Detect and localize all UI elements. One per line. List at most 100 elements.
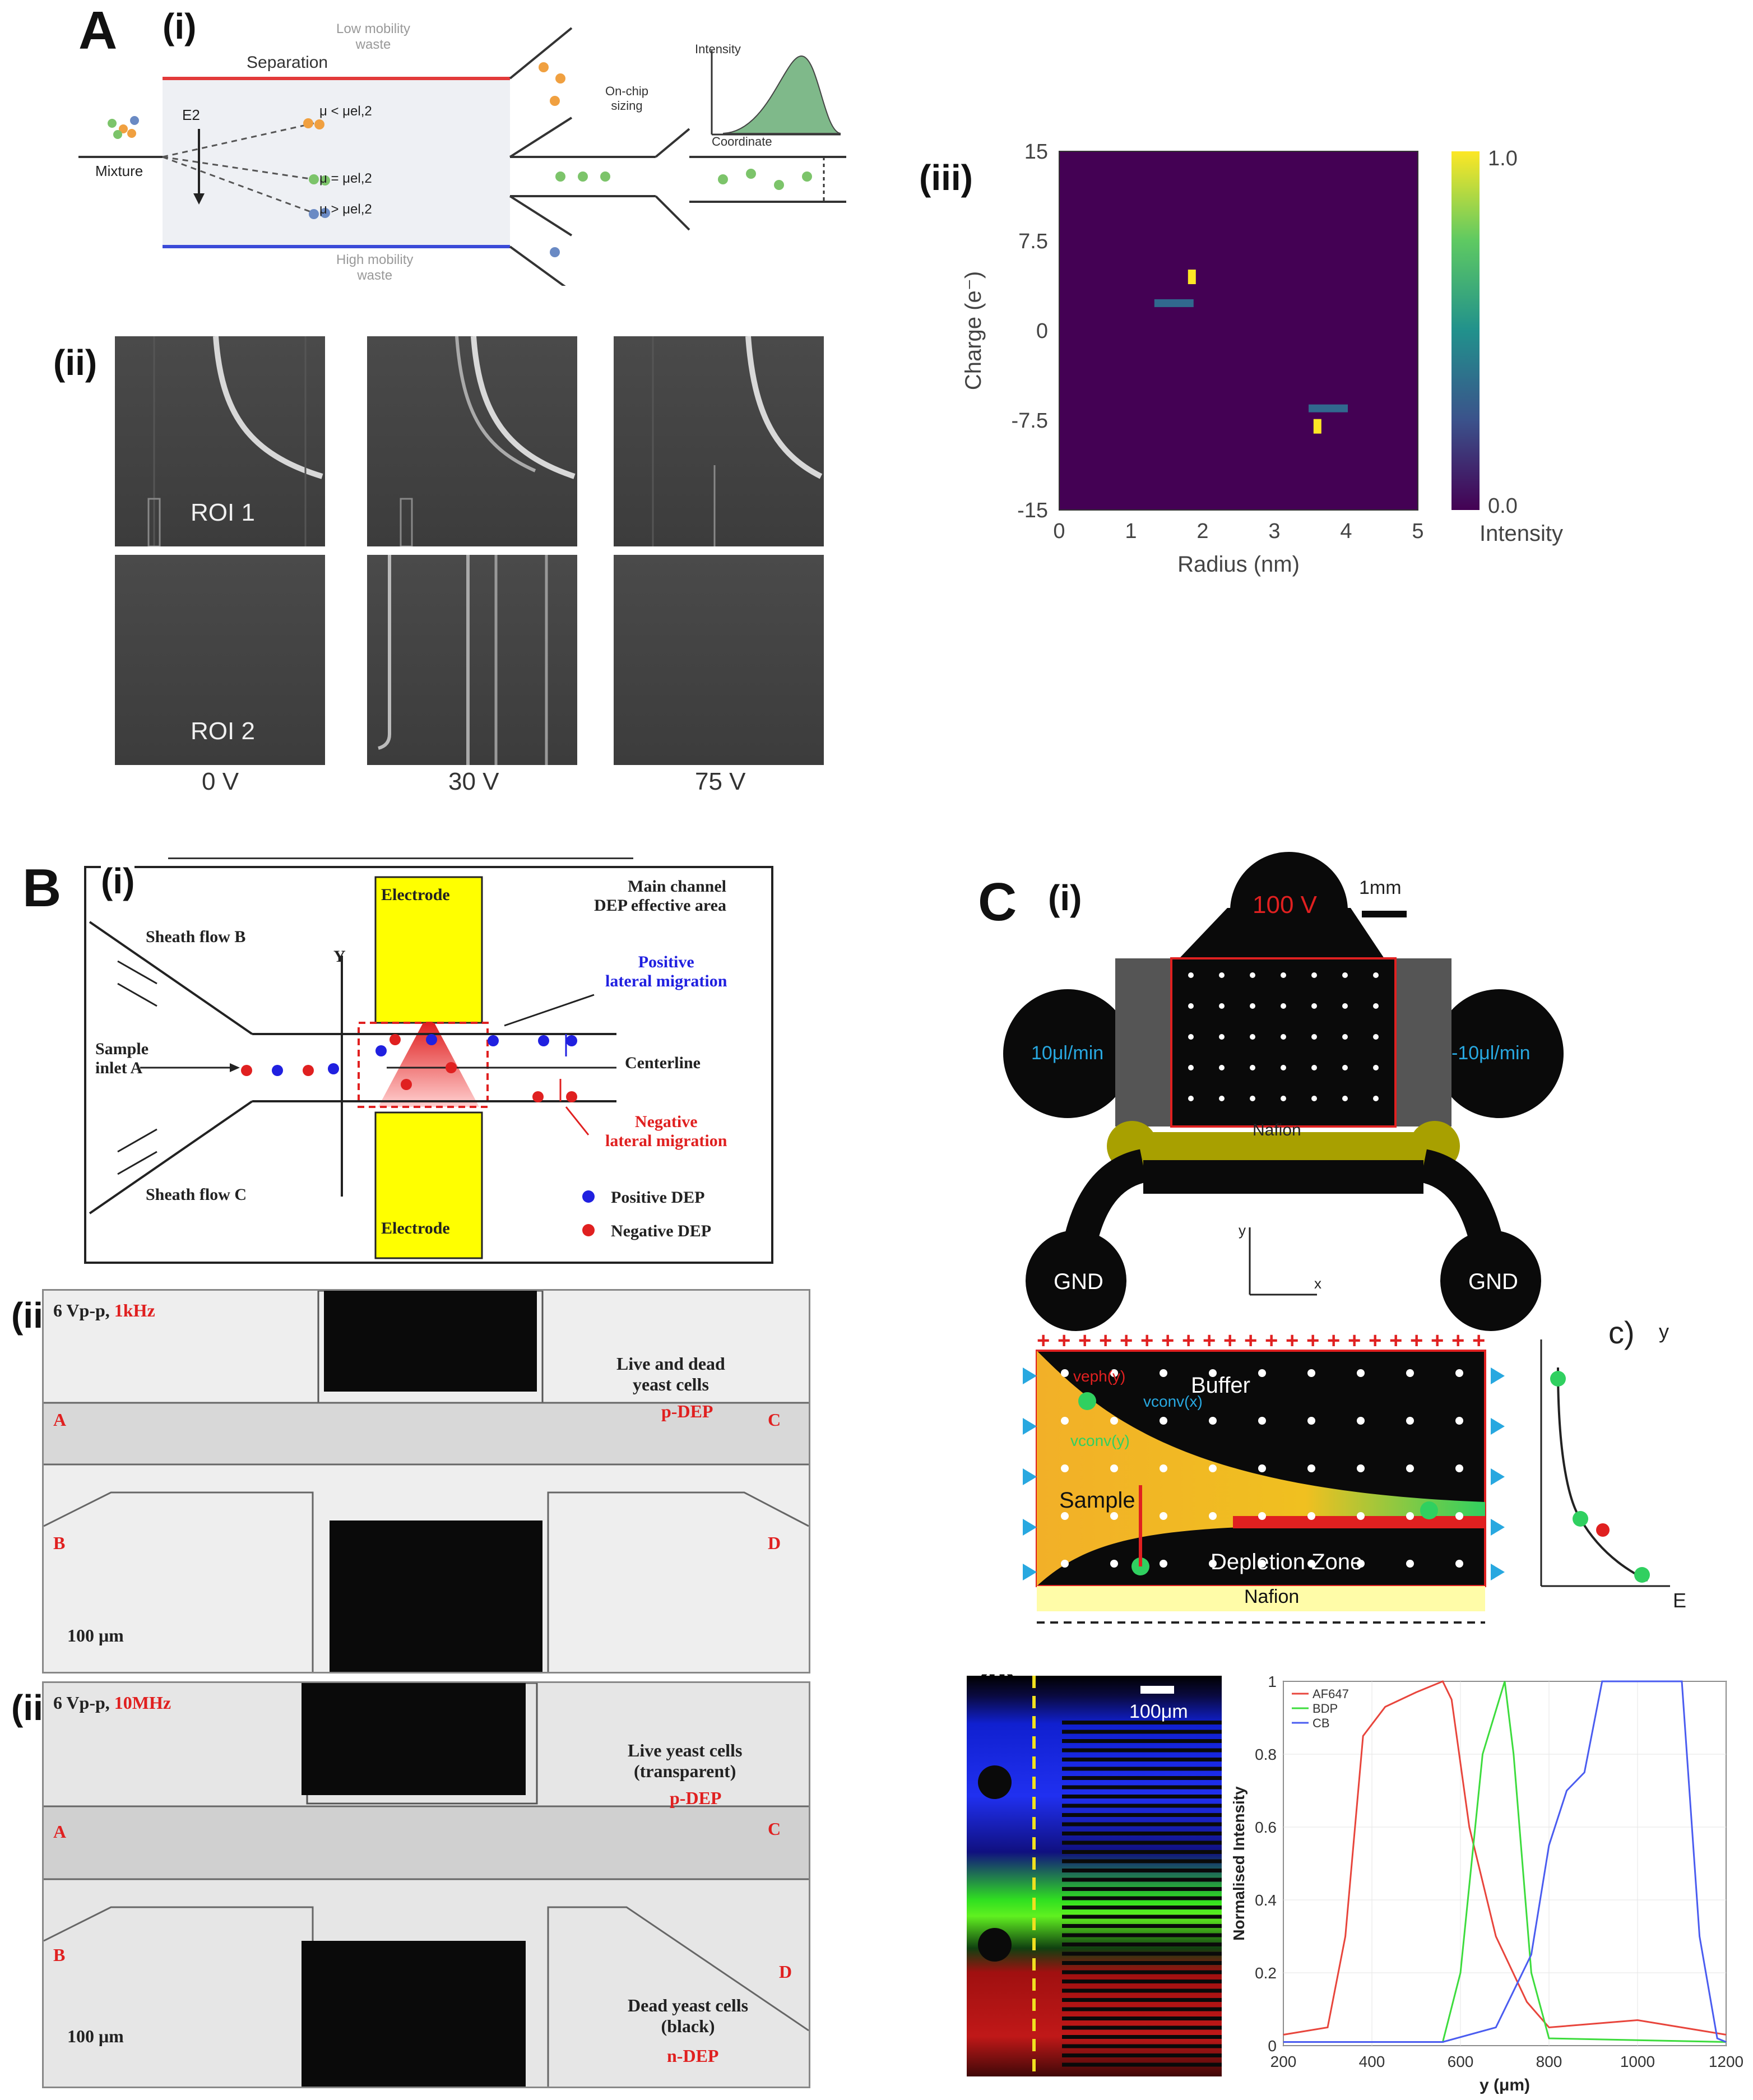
voltage-label-0: 0 V (202, 768, 239, 795)
svg-text:+: + (1099, 1334, 1112, 1353)
chip-layout (1003, 852, 1564, 1331)
profile-xtick-800: 800 (1536, 2053, 1562, 2070)
svg-text:+: + (1410, 1334, 1423, 1353)
profile-ytick-0.8: 0.8 (1255, 1746, 1277, 1763)
yeast-photo-10mhz (42, 1681, 810, 2088)
condition-1khz: 6 Vp-p, 1kHz (53, 1300, 155, 1321)
fluor-scale-label: 100μm (1129, 1701, 1188, 1722)
dep-schematic (84, 866, 773, 1264)
roi2-label: ROI 2 (191, 717, 255, 745)
heatmap-hotspot-1 (1154, 299, 1194, 307)
negative-migration-label: Negative lateral migration (605, 1112, 727, 1150)
svg-text:+: + (1286, 1334, 1298, 1353)
panel-a-i-label: (i) (163, 6, 197, 47)
ndep-label: n-DEP (667, 2046, 719, 2066)
svg-text:+: + (1369, 1334, 1381, 1353)
profile-series-CB (1283, 1680, 1727, 2043)
heatmap-xtick-3: 3 (1268, 520, 1280, 543)
on-chip-sizing-label: On-chip sizing (605, 84, 649, 113)
sample-label: Sample (1059, 1488, 1135, 1513)
heatmap-colorbar (1451, 151, 1480, 510)
heatmap-ytick-7.5: 7.5 (1018, 230, 1048, 253)
svg-text:+: + (1348, 1334, 1361, 1353)
micrograph-roi1-75v (614, 336, 824, 546)
plot-y-axis-label: y (1659, 1320, 1669, 1343)
colorbar-label: Intensity (1480, 521, 1563, 546)
c-sublabel: c) (1608, 1315, 1635, 1350)
heatmap-frame (1059, 151, 1418, 511)
svg-text:+: + (1244, 1334, 1257, 1353)
profile-ytick-0: 0 (1268, 2037, 1277, 2055)
profile-xtick-400: 400 (1359, 2053, 1385, 2070)
heatmap-xtick-5: 5 (1412, 520, 1423, 543)
panel-c-letter: C (978, 872, 1017, 932)
profile-legend-BDP: BDP (1313, 1702, 1338, 1716)
heatmap-xtick-4: 4 (1340, 520, 1352, 543)
heatmap-plot-area (1059, 151, 1418, 510)
vconv-y-label: vconv(y) (1070, 1432, 1130, 1449)
panel-a-letter: A (78, 1, 118, 61)
mu-equal-label: μ = μel,2 (319, 171, 372, 186)
profile-xtick-200: 200 (1270, 2053, 1297, 2070)
scale-bar-label-2: 100 μm (67, 2026, 124, 2046)
gnd-left-label: GND (1054, 1269, 1103, 1294)
colorbar-tick-max: 1.0 (1488, 147, 1518, 170)
yeast-photo-1khz (42, 1289, 810, 1673)
chip-scale-label: 1mm (1359, 877, 1402, 898)
micrograph-roi1-0v (115, 336, 325, 548)
pdep-label: p-DEP (661, 1401, 713, 1421)
profile-xtick-1000: 1000 (1620, 2053, 1655, 2070)
low-mobility-waste-label: Low mobility waste (336, 21, 411, 52)
legend-negative-dep: Negative DEP (611, 1222, 712, 1240)
electrode-top-label: Electrode (381, 886, 450, 904)
condition-10mhz: 6 Vp-p, 10MHz (53, 1693, 171, 1713)
heatmap-ytick-15: 15 (1024, 140, 1048, 164)
profile-xtick-1200: 1200 (1709, 2053, 1743, 2070)
port-a: A (53, 1410, 67, 1430)
mu-less-label: μ < μel,2 (319, 104, 372, 119)
port-b-2: B (53, 1945, 66, 1965)
sheath-flow-b-label: Sheath flow B (146, 928, 246, 946)
panel-a-iii-label: (iii) (919, 157, 973, 198)
heatmap-hotspot-2 (1313, 419, 1321, 434)
heatmap-ylabel: Charge (e⁻) (961, 271, 986, 390)
high-mobility-waste-label: High mobility waste (336, 252, 414, 283)
svg-text:+: + (1078, 1334, 1091, 1353)
e2-label: E2 (182, 106, 200, 123)
main-channel-label: Main channel DEP effective area (594, 877, 727, 915)
live-dead-cells-label: Live and dead yeast cells (616, 1353, 725, 1394)
profile-plot-area (1283, 1681, 1727, 2046)
svg-text:+: + (1327, 1334, 1340, 1353)
svg-text:+: + (1265, 1334, 1278, 1353)
pdep-label-2: p-DEP (670, 1788, 722, 1808)
panel-b-letter: B (22, 858, 62, 918)
heatmap-xtick-0: 0 (1053, 520, 1065, 543)
electrode-bottom-label: Electrode (381, 1219, 450, 1237)
profile-legend-CB: CB (1313, 1716, 1330, 1730)
profile-ytick-1: 1 (1268, 1673, 1277, 1690)
separation-label: Separation (247, 53, 328, 72)
colorbar-tick-min: 0.0 (1488, 494, 1518, 518)
e-axis-label: E (1673, 1589, 1687, 1612)
panel-b-i-label: (i) (101, 860, 135, 902)
nafion-label: Nafion (1253, 1121, 1301, 1139)
axis-y-label: y (1239, 1222, 1246, 1239)
heatmap-hotspot-3 (1309, 404, 1348, 412)
svg-text:+: + (1203, 1334, 1216, 1353)
voltage-label-30: 30 V (448, 768, 499, 795)
dead-cells-label: Dead yeast cells (black) (628, 1995, 749, 2036)
condition-voltage: 6 Vp-p, (53, 1300, 110, 1320)
heatmap-ytick--15: -15 (1017, 499, 1048, 522)
axis-x-label: x (1314, 1275, 1321, 1292)
profile-series-AF647 (1283, 1680, 1727, 2036)
port-d: D (768, 1533, 781, 1553)
depletion-zone-label: Depletion Zone (1211, 1550, 1363, 1574)
condition-voltage-2: 6 Vp-p, (53, 1693, 110, 1713)
vconv-x-label: vconv(x) (1143, 1393, 1203, 1410)
heatmap-xtick-1: 1 (1125, 520, 1137, 543)
svg-text:+: + (1306, 1334, 1319, 1353)
sheath-flow-c-label: Sheath flow C (146, 1185, 247, 1204)
micrograph-roi2-75v (614, 555, 824, 765)
